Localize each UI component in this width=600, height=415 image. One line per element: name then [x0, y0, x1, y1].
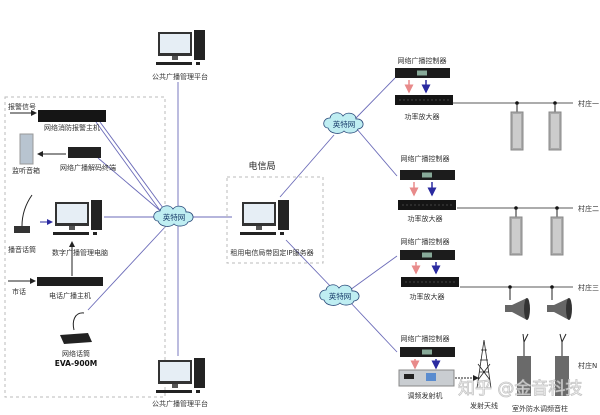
svg-text:英特网: 英特网 — [329, 291, 352, 301]
fm-column-label: 室外防水调频音柱 — [512, 404, 568, 413]
monitor-speaker — [19, 133, 34, 165]
fm-transmitter — [398, 369, 455, 387]
column-speaker — [550, 216, 564, 256]
broadcast-mic — [14, 194, 33, 233]
internet-cloud-left: 英特网 — [153, 205, 194, 227]
alarm-signal-label: 报警信号 — [8, 102, 36, 111]
network-mic — [60, 312, 92, 344]
amplifier-1 — [394, 94, 454, 106]
antenna-tower-icon — [476, 339, 492, 389]
horn-speaker — [547, 298, 572, 320]
controller-label-3: 网络广播控制器 — [401, 237, 450, 246]
city-phone-label: 市话 — [12, 287, 26, 296]
network-mic-label: 网络话筒 — [62, 349, 90, 358]
telecom-title: 电信局 — [248, 160, 275, 172]
controller-label-4: 网络广播控制器 — [401, 334, 450, 343]
telecom-box — [226, 176, 324, 264]
management-pc-label: 数字广播管理电脑 — [52, 248, 108, 257]
amplifier-3 — [400, 276, 460, 288]
fire-alarm-host — [38, 110, 106, 122]
controller-label-1: 网络广播控制器 — [398, 56, 447, 65]
watermark: 知乎 @金音科技 — [458, 379, 582, 399]
platform-label-bottom: 公共广播管理平台 — [152, 399, 208, 408]
village-label-2: 村庄二 — [578, 204, 599, 213]
controller-1 — [395, 68, 450, 78]
fm-transmitter-label: 调频发射机 — [408, 391, 443, 400]
management-pc — [53, 200, 102, 235]
column-speaker — [548, 111, 562, 151]
telecom-server-label: 租用电信局带固定IP服务器 — [230, 248, 313, 257]
horn-speaker — [505, 298, 530, 320]
internet-cloud-upper: 英特网 — [323, 112, 364, 134]
amplifier-label-1: 功率放大器 — [405, 112, 440, 121]
connection-lines — [87, 77, 398, 356]
svg-text:英特网: 英特网 — [333, 119, 356, 129]
telecom-server-pc — [240, 200, 289, 235]
controller-4 — [400, 347, 455, 357]
phone-host — [37, 277, 103, 286]
monitor-speaker-label: 监听音箱 — [12, 166, 40, 175]
platform-pc-top — [156, 30, 205, 65]
village-label-n: 村庄N — [578, 361, 597, 370]
controller-3 — [400, 250, 455, 260]
fm-column-speaker — [555, 333, 569, 396]
antenna-label: 发射天线 — [470, 401, 498, 410]
local-group-box — [4, 96, 166, 398]
decoder-terminal-label: 网络广播解码终端 — [60, 163, 116, 172]
column-speaker — [510, 111, 524, 151]
network-mic-model: EVA-900M — [55, 359, 97, 368]
internet-cloud-lower: 英特网 — [319, 284, 360, 306]
broadcast-mic-label: 播音话筒 — [8, 245, 36, 254]
column-speaker — [509, 216, 523, 256]
fire-alarm-host-label: 网络消防报警主机 — [44, 123, 100, 132]
amplifier-2 — [397, 199, 457, 211]
controller-2 — [400, 170, 455, 180]
svg-text:英特网: 英特网 — [163, 212, 186, 222]
decoder-terminal — [68, 147, 101, 158]
village-label-3: 村庄三 — [578, 283, 599, 292]
amplifier-label-2: 功率放大器 — [408, 214, 443, 223]
amplifier-label-3: 功率放大器 — [410, 292, 445, 301]
phone-host-label: 电话广播主机 — [49, 291, 91, 300]
fm-column-speaker — [517, 333, 531, 396]
village-label-1: 村庄一 — [578, 99, 599, 108]
controller-label-2: 网络广播控制器 — [401, 154, 450, 163]
platform-label-top: 公共广播管理平台 — [152, 72, 208, 81]
platform-pc-bottom — [156, 358, 205, 393]
